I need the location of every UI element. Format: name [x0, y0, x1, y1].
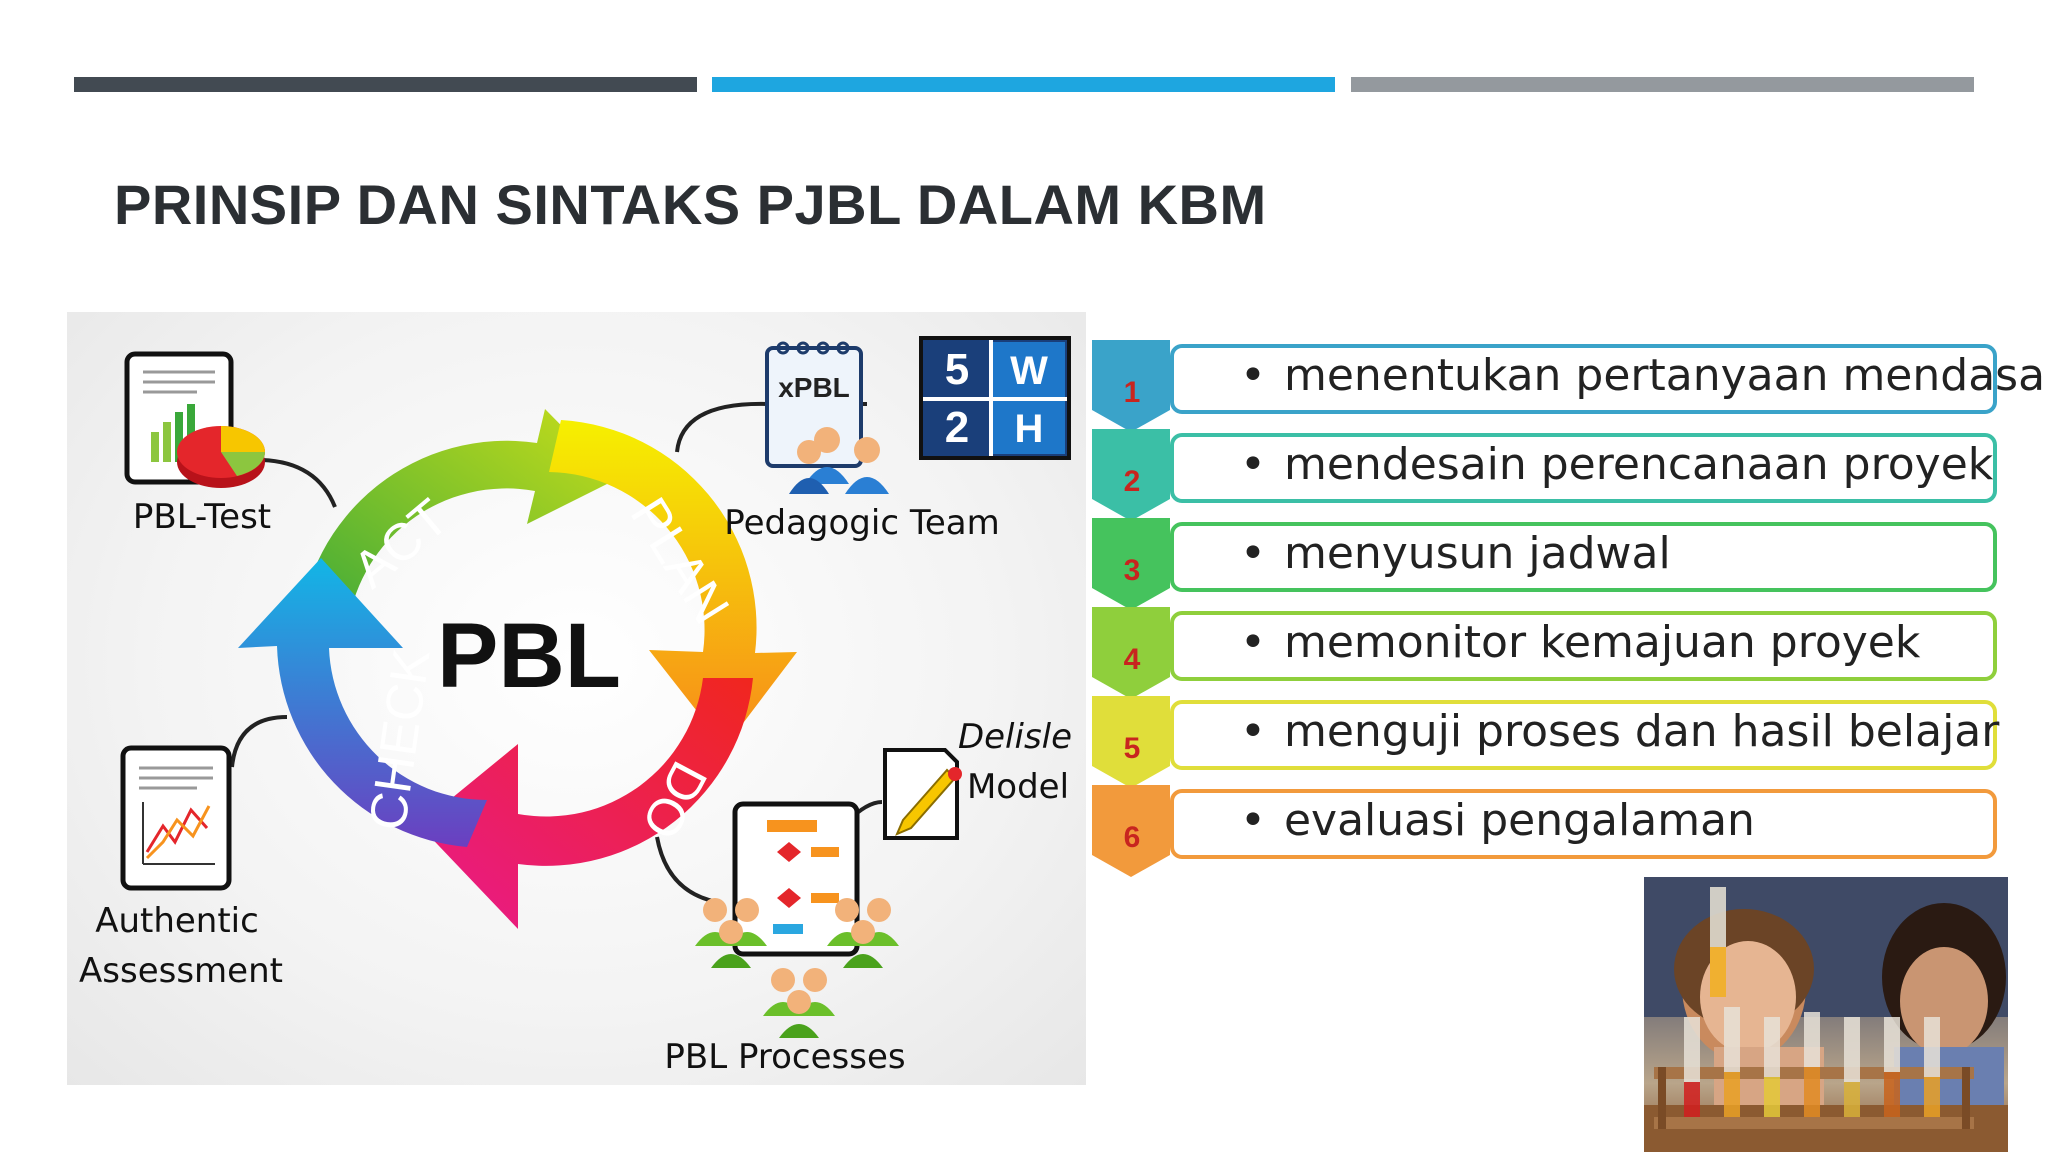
pbl-test-label: PBL-Test: [133, 497, 271, 537]
pbl-processes-label: PBL Processes: [664, 1037, 905, 1077]
process-board-icon: [732, 801, 860, 957]
step-number: 2: [1124, 465, 1141, 498]
accent-bar-blue: [712, 77, 1335, 92]
grid-cell-5: 5: [945, 345, 969, 394]
edit-document-icon: [883, 748, 962, 840]
step-chevron: [1092, 518, 1170, 610]
accent-bar-dark: [74, 77, 697, 92]
connector-lines: [230, 401, 883, 904]
step-number: 1: [1124, 376, 1141, 409]
step-chevron: [1092, 696, 1170, 788]
people-group-icon: [695, 898, 899, 1038]
slide-title: PRINSIP DAN SINTAKS PJBL DALAM KBM: [114, 173, 1267, 236]
step-chevron: [1092, 607, 1170, 699]
step-number: 6: [1124, 821, 1141, 854]
line-chart-document-icon: [120, 745, 232, 891]
center-label-pbl: PBL: [437, 605, 621, 707]
step-text: menentukan pertanyaan mendasar: [1240, 350, 2048, 401]
authentic-label-line2: Assessment: [79, 951, 283, 991]
step-text: menyusun jadwal: [1240, 528, 1671, 579]
step-number: 4: [1124, 643, 1141, 676]
grid-cell-2: 2: [945, 403, 969, 452]
plan-arrow: [549, 420, 797, 747]
step-text: evaluasi pengalaman: [1240, 795, 1755, 846]
report-chart-icon: [124, 351, 265, 488]
delisle-label-line2: Model: [967, 767, 1069, 807]
grid-cell-h: H: [1015, 407, 1044, 451]
pbl-cycle-diagram: ACT PLAN DO CHECK PBL PBL-Test: [67, 312, 1086, 1085]
students-lab-photo: [1644, 877, 2008, 1152]
step-number: 5: [1124, 732, 1141, 765]
authentic-label-line1: Authentic: [95, 901, 259, 941]
xpbl-label: xPBL: [778, 372, 850, 403]
step-chevron: [1092, 340, 1170, 432]
act-arrow: [299, 409, 615, 634]
step-chevron: [1092, 429, 1170, 521]
grid-cell-w: W: [1010, 349, 1048, 393]
accent-bar-gray: [1351, 77, 1974, 92]
step-text: menguji proses dan hasil belajar: [1240, 706, 1999, 757]
check-arrow: [238, 558, 487, 847]
step-text: memonitor kemajuan proyek: [1240, 617, 1920, 668]
step-number: 3: [1124, 554, 1141, 587]
do-arrow: [419, 678, 753, 929]
notepad-team-icon: [765, 341, 889, 494]
delisle-label-line1: Delisle: [958, 717, 1072, 757]
pedagogic-team-label: Pedagogic Team: [724, 503, 999, 543]
step-chevron: [1092, 785, 1170, 877]
pjbl-steps-list: 1 2 3 4 5 6 menentukan pertanyaan mendasar men…: [1090, 340, 2048, 910]
step-text: mendesain perencanaan proyek: [1240, 439, 1993, 490]
five-w-two-h-grid: [919, 336, 1071, 460]
